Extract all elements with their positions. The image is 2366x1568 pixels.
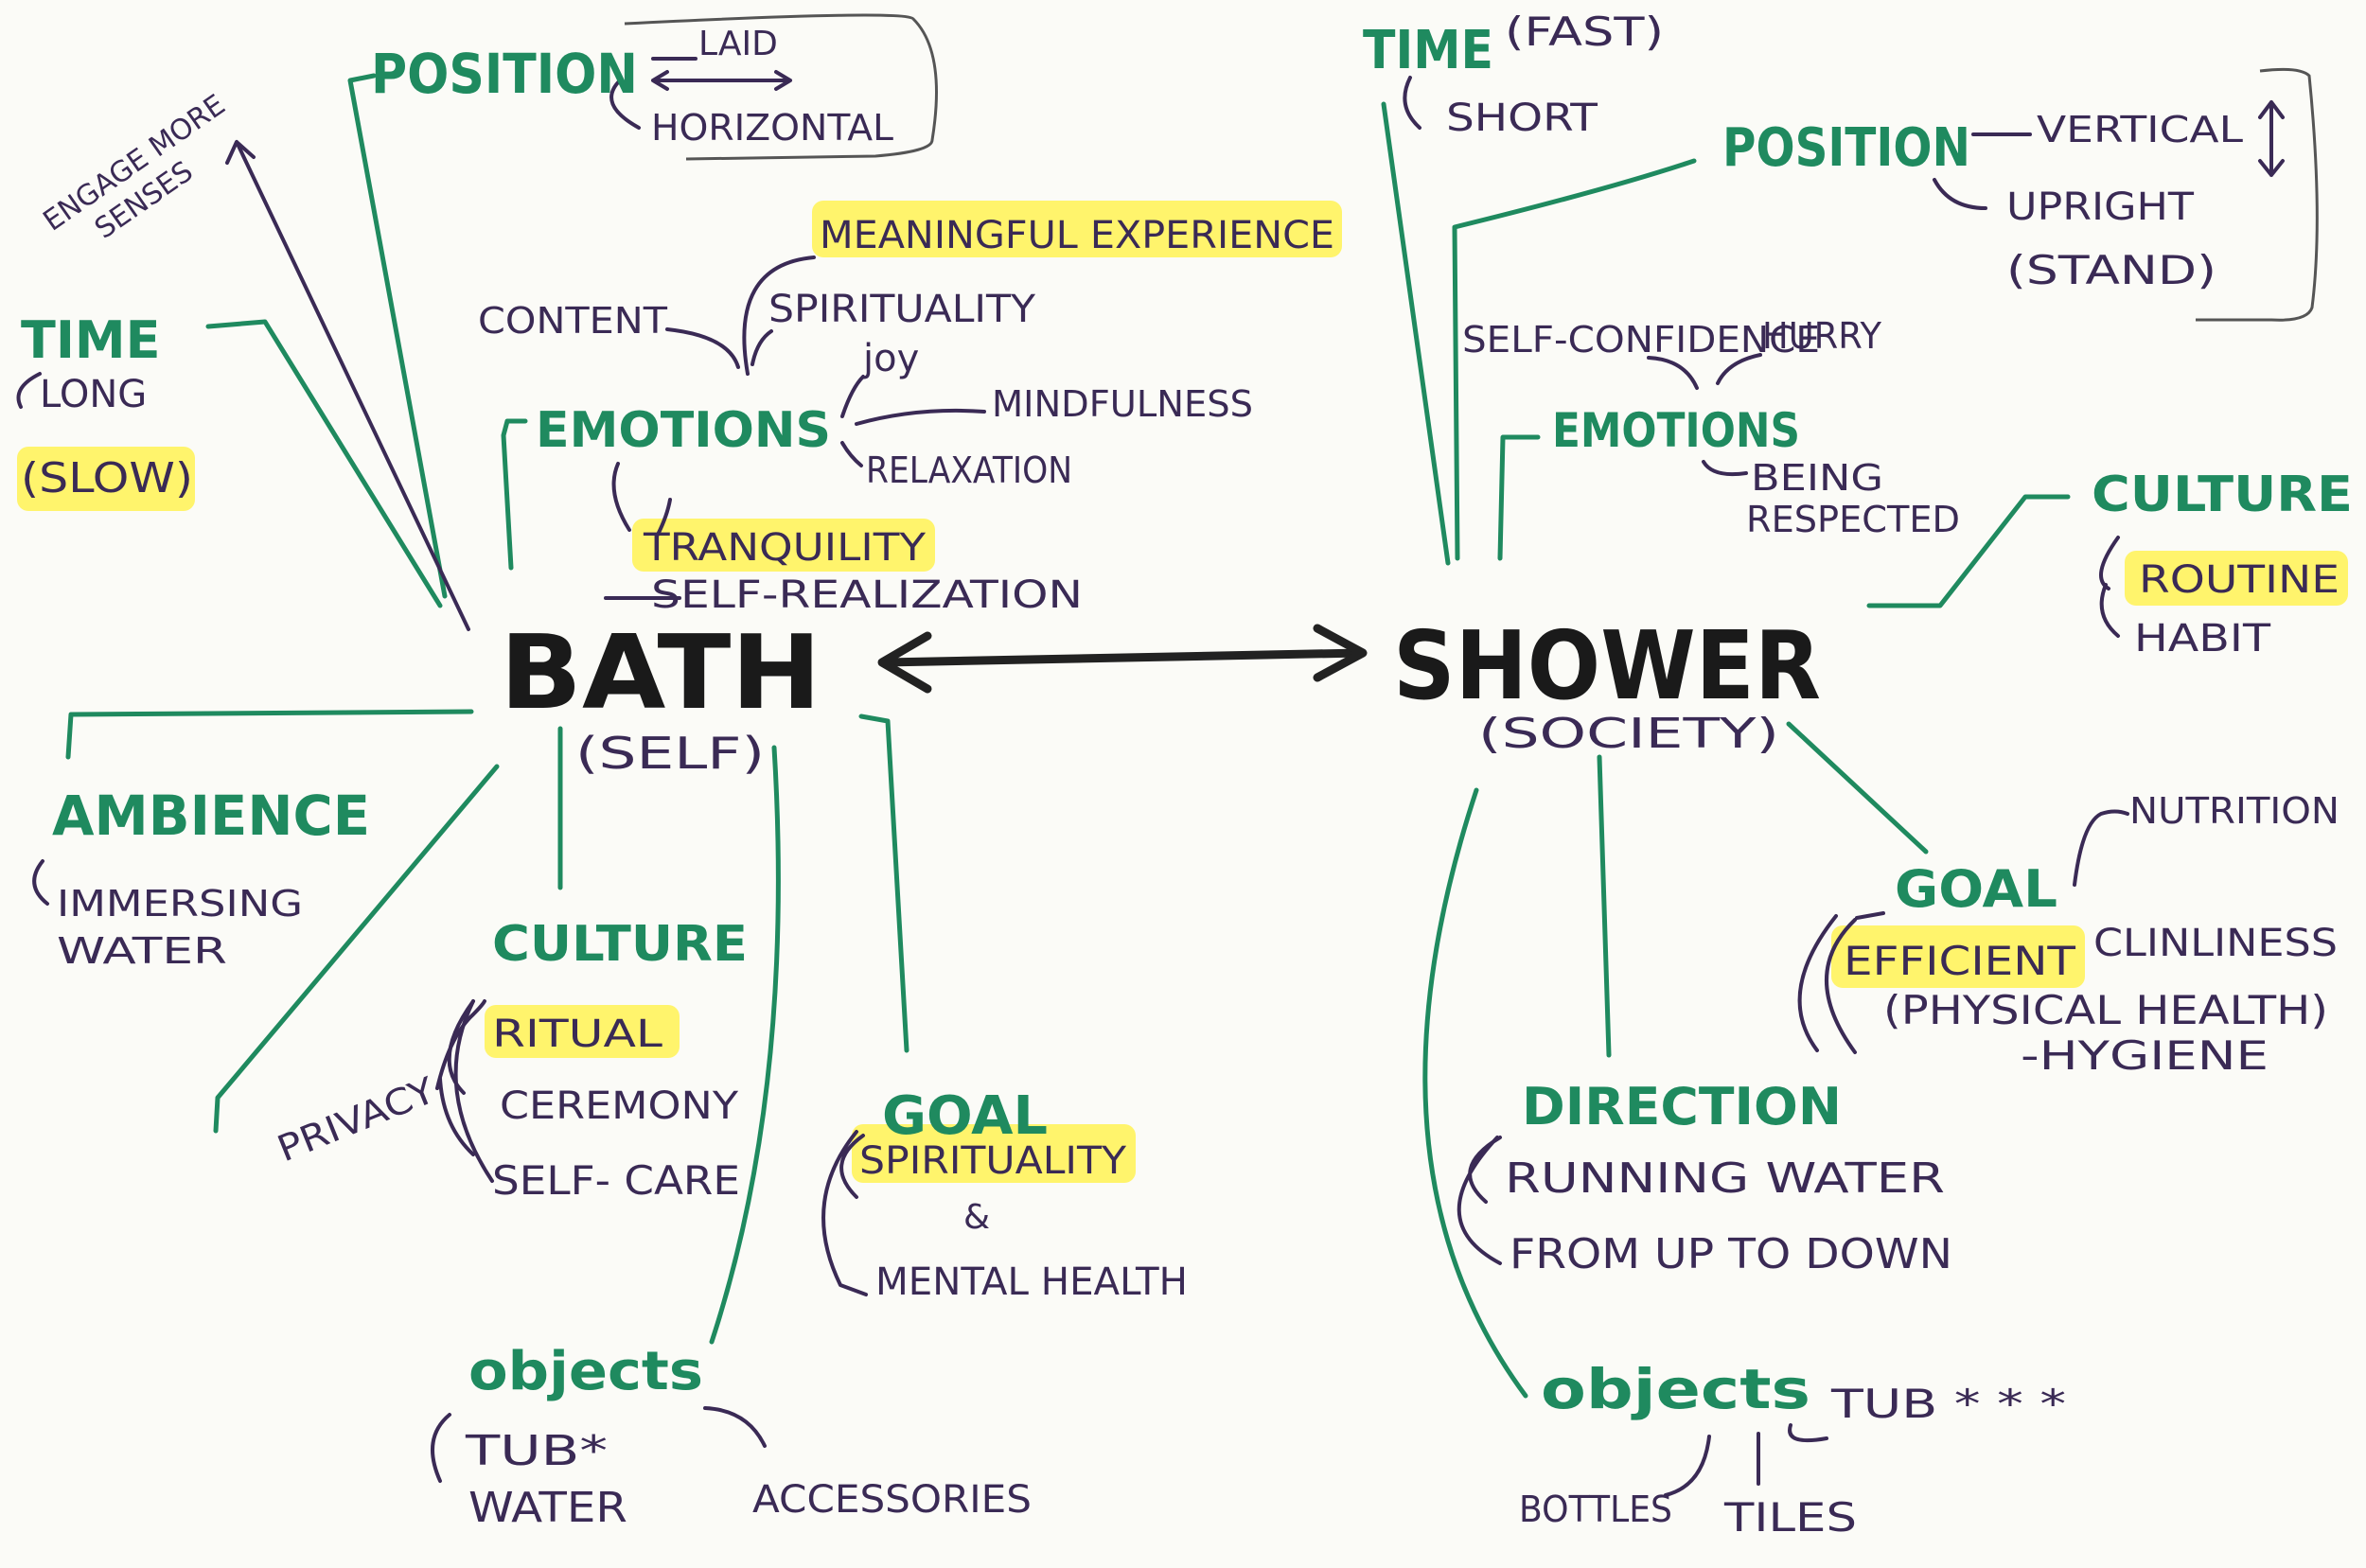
shower-time-label: TIME <box>1363 20 1493 81</box>
bath-objects-accessories: ACCESSORIES <box>752 1478 1032 1522</box>
shower-goal-label: GOAL <box>1895 859 2057 919</box>
shower-objects-bottles: BOTTLES <box>1519 1489 1672 1530</box>
shower-objects: objects TUB * * * BOTTLES TILES <box>1519 1357 2066 1541</box>
shower-node: SHOWER (SOCIETY) <box>1393 610 1821 758</box>
highlight-meaningful-experience <box>812 201 1342 257</box>
shower-objects-label: objects <box>1541 1357 1810 1421</box>
shower-position-label: POSITION <box>1722 117 1970 179</box>
shower-goal: NUTRITION GOAL EFFICIENT CLINLINESS (PHY… <box>1844 790 2340 1079</box>
shower-goal-clinliness: CLINLINESS <box>2093 922 2338 965</box>
shower-position-vertical: VERTICAL <box>2037 109 2243 150</box>
highlight-efficient <box>1831 925 2085 988</box>
shower-direction-line2: FROM UP TO DOWN <box>1510 1230 1952 1278</box>
shower-culture: CULTURE ROUTINE HABIT <box>2092 467 2353 661</box>
bath-objects-water: WATER <box>468 1484 627 1532</box>
shower-direction-line1: RUNNING WATER <box>1505 1154 1945 1203</box>
bath-objects-label: objects <box>468 1341 703 1402</box>
shower-emotion-respected: RESPECTED <box>1746 499 1960 540</box>
shower-emotion-being: BEING <box>1751 457 1883 499</box>
bath-goal: GOAL SPIRITUALITY & MENTAL HEALTH <box>859 1085 1188 1304</box>
bath-goal-amp: & <box>963 1198 990 1237</box>
bath-time-slow: (SLOW) <box>21 454 193 502</box>
bath-position-horizontal: HORIZONTAL <box>651 107 893 149</box>
shower-title: SHOWER <box>1393 610 1821 721</box>
shower-emotions: SELF-CONFIDENCE HURRY EMOTIONS BEING RES… <box>1462 315 1960 540</box>
bath-time-label: TIME <box>21 310 161 370</box>
highlight-ritual <box>485 1005 680 1058</box>
bath-goal-mental: MENTAL HEALTH <box>875 1260 1188 1304</box>
shower-time: TIME (FAST) SHORT <box>1363 9 1664 140</box>
shower-goal-hygiene: -HYGIENE <box>2021 1032 2269 1079</box>
engage-senses-label: ENGAGE MORE SENSES <box>38 88 232 245</box>
bath-ambience-line1: IMMERSING <box>57 883 303 925</box>
connectors <box>16 13 2319 1497</box>
bath-position-laid: LAID <box>698 25 778 63</box>
shower-subtitle: (SOCIETY) <box>1478 710 1779 758</box>
bath-shower-double-arrow <box>877 624 1368 694</box>
bath-position: POSITION LAID HORIZONTAL <box>371 25 893 149</box>
shower-objects-tiles: TILES <box>1723 1494 1857 1541</box>
bath-time-long: LONG <box>40 373 147 416</box>
shower-direction-label: DIRECTION <box>1522 1077 1842 1136</box>
shower-position-upright: UPRIGHT <box>2006 185 2195 229</box>
highlight-tranquility <box>632 519 935 572</box>
shower-position-stand: (STAND) <box>2006 247 2216 293</box>
bath-emotion-mindfulness: MINDFULNESS <box>992 383 1253 425</box>
bath-emotions-label: EMOTIONS <box>536 402 831 459</box>
shower-goal-physical: (PHYSICAL HEALTH) <box>1883 987 2328 1033</box>
shower-position: POSITION VERTICAL UPRIGHT (STAND) <box>1722 109 2243 293</box>
bath-emotion-tranquility: TRANQUILITY <box>643 526 927 570</box>
shower-direction: DIRECTION RUNNING WATER FROM UP TO DOWN <box>1505 1077 1952 1278</box>
shower-time-short: SHORT <box>1446 97 1598 140</box>
bath-culture-label: CULTURE <box>492 916 748 973</box>
shower-emotion-self-confidence: SELF-CONFIDENCE <box>1462 319 1820 361</box>
shower-goal-nutrition: NUTRITION <box>2129 790 2340 832</box>
highlight-routine <box>2125 551 2348 606</box>
bath-emotion-relaxation: RELAXATION <box>866 449 1072 491</box>
bath-emotions: EMOTIONS MEANINGFUL EXPERIENCE CONTENT S… <box>478 214 1334 617</box>
bath-culture-self-care: SELF- CARE <box>492 1157 740 1204</box>
bath-goal-spirituality: SPIRITUALITY <box>859 1139 1127 1183</box>
bath-emotion-joy: joy <box>862 337 919 380</box>
shower-time-fast: (FAST) <box>1505 9 1664 55</box>
shower-emotion-hurry: HURRY <box>1762 315 1882 357</box>
bath-ambience-label: AMBIENCE <box>52 784 370 848</box>
bath-subtitle: (SELF) <box>575 728 765 779</box>
bath-position-label: POSITION <box>371 42 638 106</box>
shower-culture-habit: HABIT <box>2134 617 2271 661</box>
bath-emotion-content: CONTENT <box>478 300 668 342</box>
bath-emotion-meaningful: MEANINGFUL EXPERIENCE <box>820 214 1334 257</box>
bath-time: TIME LONG (SLOW) <box>21 310 193 502</box>
shower-goal-efficient: EFFICIENT <box>1844 938 2075 984</box>
bath-ambience-line2: WATER <box>57 930 227 972</box>
bath-ambience: AMBIENCE IMMERSING WATER <box>52 784 370 972</box>
bath-emotion-self-realization: SELF-REALIZATION <box>651 573 1083 617</box>
bath-goal-label: GOAL <box>882 1085 1048 1147</box>
bath-node: BATH (SELF) <box>500 614 821 779</box>
shower-culture-label: CULTURE <box>2092 467 2353 523</box>
bath-title: BATH <box>500 614 821 732</box>
highlights <box>17 201 2348 1183</box>
bath-emotion-spirituality: SPIRITUALITY <box>768 288 1036 331</box>
bath-objects-tub: TUB* <box>465 1427 608 1475</box>
bath-objects: objects TUB* WATER ACCESSORIES <box>465 1341 1032 1532</box>
highlight-slow <box>17 447 195 511</box>
shower-objects-tub: TUB * * * <box>1830 1381 2066 1427</box>
bath-culture-privacy: PRIVACY <box>272 1069 442 1171</box>
bath-culture-ritual: RITUAL <box>492 1013 663 1056</box>
shower-culture-routine: ROUTINE <box>2139 558 2340 602</box>
highlight-spirituality-goal <box>852 1124 1136 1183</box>
shower-emotions-label: EMOTIONS <box>1552 403 1800 458</box>
bath-culture-ceremony: CEREMONY <box>500 1084 739 1128</box>
bath-culture: CULTURE PRIVACY RITUAL CEREMONY SELF- CA… <box>272 916 748 1204</box>
